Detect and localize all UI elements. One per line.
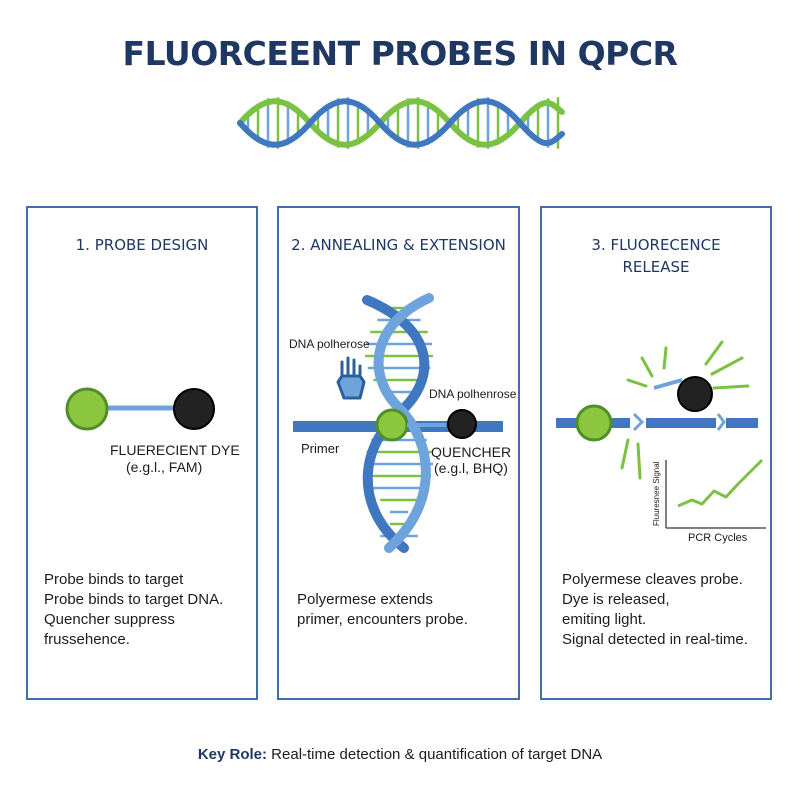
description-line: Polyermese extends — [297, 591, 433, 608]
fluorescent-dye-icon — [65, 387, 109, 431]
panel-annealing-extension: 2. ANNEALING & EXTENSION DNA polherose D… — [277, 206, 520, 700]
quencher-icon — [447, 409, 477, 439]
release-diagram — [556, 340, 766, 529]
dye-example-label: (e.g.l., FAM) — [126, 459, 203, 475]
panel-description: Polyermese extends primer, encounters pr… — [297, 590, 468, 630]
mini-chart — [665, 458, 766, 529]
quencher-icon — [677, 376, 713, 412]
dye-label: FLUERECIENT DYE — [110, 442, 240, 458]
polymerase-label: DNA polhenrose — [429, 387, 517, 401]
dna-helix-banner-icon — [237, 97, 565, 149]
description-line: Probe binds to target — [44, 571, 184, 588]
quencher-label: QUENCHER — [431, 444, 512, 460]
description-line: primer, encounters probe. — [297, 611, 468, 628]
page-title: FLUORCEENT PROBES IN QPCR — [122, 34, 678, 73]
panel-title: 3. FLUORECENCE RELEASE — [542, 234, 770, 278]
chart-y-axis-label: Fluuresnee Signal — [652, 461, 661, 526]
description-line: Polyermese cleaves probe. — [562, 571, 743, 588]
panel-description: Polyermese cleaves probe. Dye is release… — [562, 570, 748, 650]
panel-description: Probe binds to target Probe binds to tar… — [44, 570, 223, 650]
panel-title-line: 3. FLUORECENCE — [591, 236, 721, 254]
fluorescent-dye-icon — [375, 408, 409, 442]
panel-title: 2. ANNEALING & EXTENSION — [291, 236, 506, 254]
chart-x-axis-label: PCR Cycles — [688, 532, 748, 544]
probe-diagram — [65, 387, 215, 431]
footer-key-role: Key Role: Real-time detection & quantifi… — [0, 746, 800, 763]
footer-text: Real-time detection & quantification of … — [271, 746, 603, 763]
polymerase-label: DNA polherose — [289, 337, 370, 351]
panel-fluorescence-release: 3. FLUORECENCE RELEASE Flu — [540, 206, 772, 700]
description-line: Dye is released, — [562, 591, 670, 608]
panel-title: 1. PROBE DESIGN — [75, 236, 209, 254]
description-line: emiting light. — [562, 611, 647, 628]
description-line: Quencher suppress — [44, 611, 175, 628]
quencher-icon — [173, 388, 215, 430]
quencher-example-label: (e.g.l, BHQ) — [434, 460, 508, 476]
panel-title-line: RELEASE — [622, 258, 690, 276]
description-line: frussehence. — [44, 631, 130, 648]
hand-icon — [336, 356, 366, 400]
annealing-diagram — [293, 293, 503, 553]
fluorescent-dye-icon — [575, 404, 613, 442]
description-line: Probe binds to target DNA. — [44, 591, 224, 608]
footer-key-label: Key Role: — [197, 746, 267, 763]
description-line: Signal detected in real-time. — [562, 631, 748, 648]
primer-label: Primer — [301, 441, 340, 456]
panel-probe-design: 1. PROBE DESIGN FLUERECIENT DYE (e.g.l.,… — [26, 206, 258, 700]
